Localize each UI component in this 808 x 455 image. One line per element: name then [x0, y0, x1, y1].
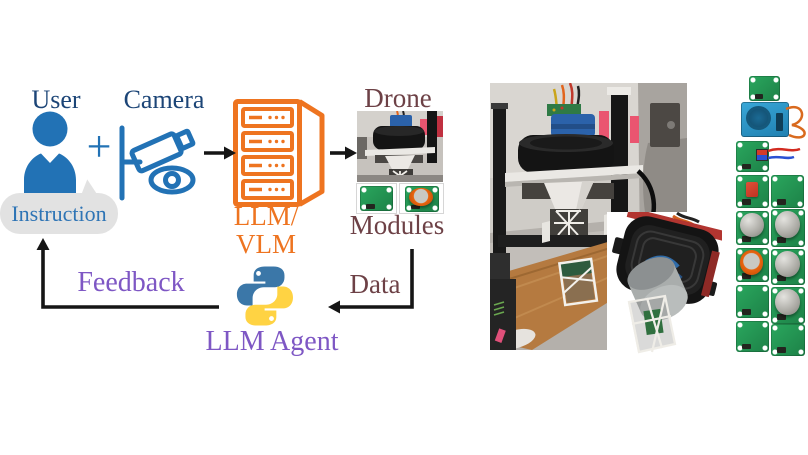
pcb-red-module-photo	[736, 175, 769, 208]
instruction-label: Instruction	[11, 200, 107, 226]
camera-label: Camera	[123, 85, 205, 114]
gray-sensor-module-photo	[771, 249, 805, 285]
llm-server-rack-icon	[233, 99, 325, 207]
pcb-module	[360, 186, 393, 211]
cctv-camera-eye-icon	[119, 125, 196, 201]
blue-fan-module-photo	[741, 102, 789, 137]
sensor-module-grid	[734, 73, 808, 363]
pcb-module-photo	[736, 285, 769, 318]
orange-gas-sensor-module	[405, 186, 439, 212]
drone-photo	[357, 111, 443, 182]
plus-sign: +	[86, 122, 112, 171]
pcb-module-photo	[771, 175, 804, 208]
pcb-module-photo	[771, 324, 805, 356]
user-person-icon	[24, 111, 76, 202]
drone-closeup-photo	[607, 212, 722, 357]
llm-vlm-line1: LLM/	[233, 201, 299, 231]
llm-vlm-label: LLM/ VLM	[224, 202, 308, 259]
python-logo-icon	[236, 266, 293, 326]
gray-sensor-module-photo	[771, 209, 805, 247]
gray-sensor-module-photo	[771, 287, 805, 324]
llm-agent-label: LLM Agent	[205, 326, 339, 357]
module-photo	[399, 183, 444, 214]
gray-sensor-module-photo	[736, 211, 769, 245]
data-label: Data	[349, 269, 401, 299]
llm-vlm-line2: VLM	[236, 229, 296, 260]
drone-label: Drone	[364, 83, 432, 113]
user-label: User	[31, 85, 81, 114]
module-photo	[356, 183, 397, 214]
pcb-module-photo	[749, 76, 780, 101]
pcb-wires-module-photo	[736, 141, 769, 172]
pcb-module-photo	[736, 321, 769, 352]
modules-label: Modules	[349, 210, 445, 240]
instruction-speech-bubble: Instruction	[0, 193, 118, 234]
orange-sensor-module-photo	[736, 248, 769, 282]
feedback-label: Feedback	[77, 267, 185, 298]
